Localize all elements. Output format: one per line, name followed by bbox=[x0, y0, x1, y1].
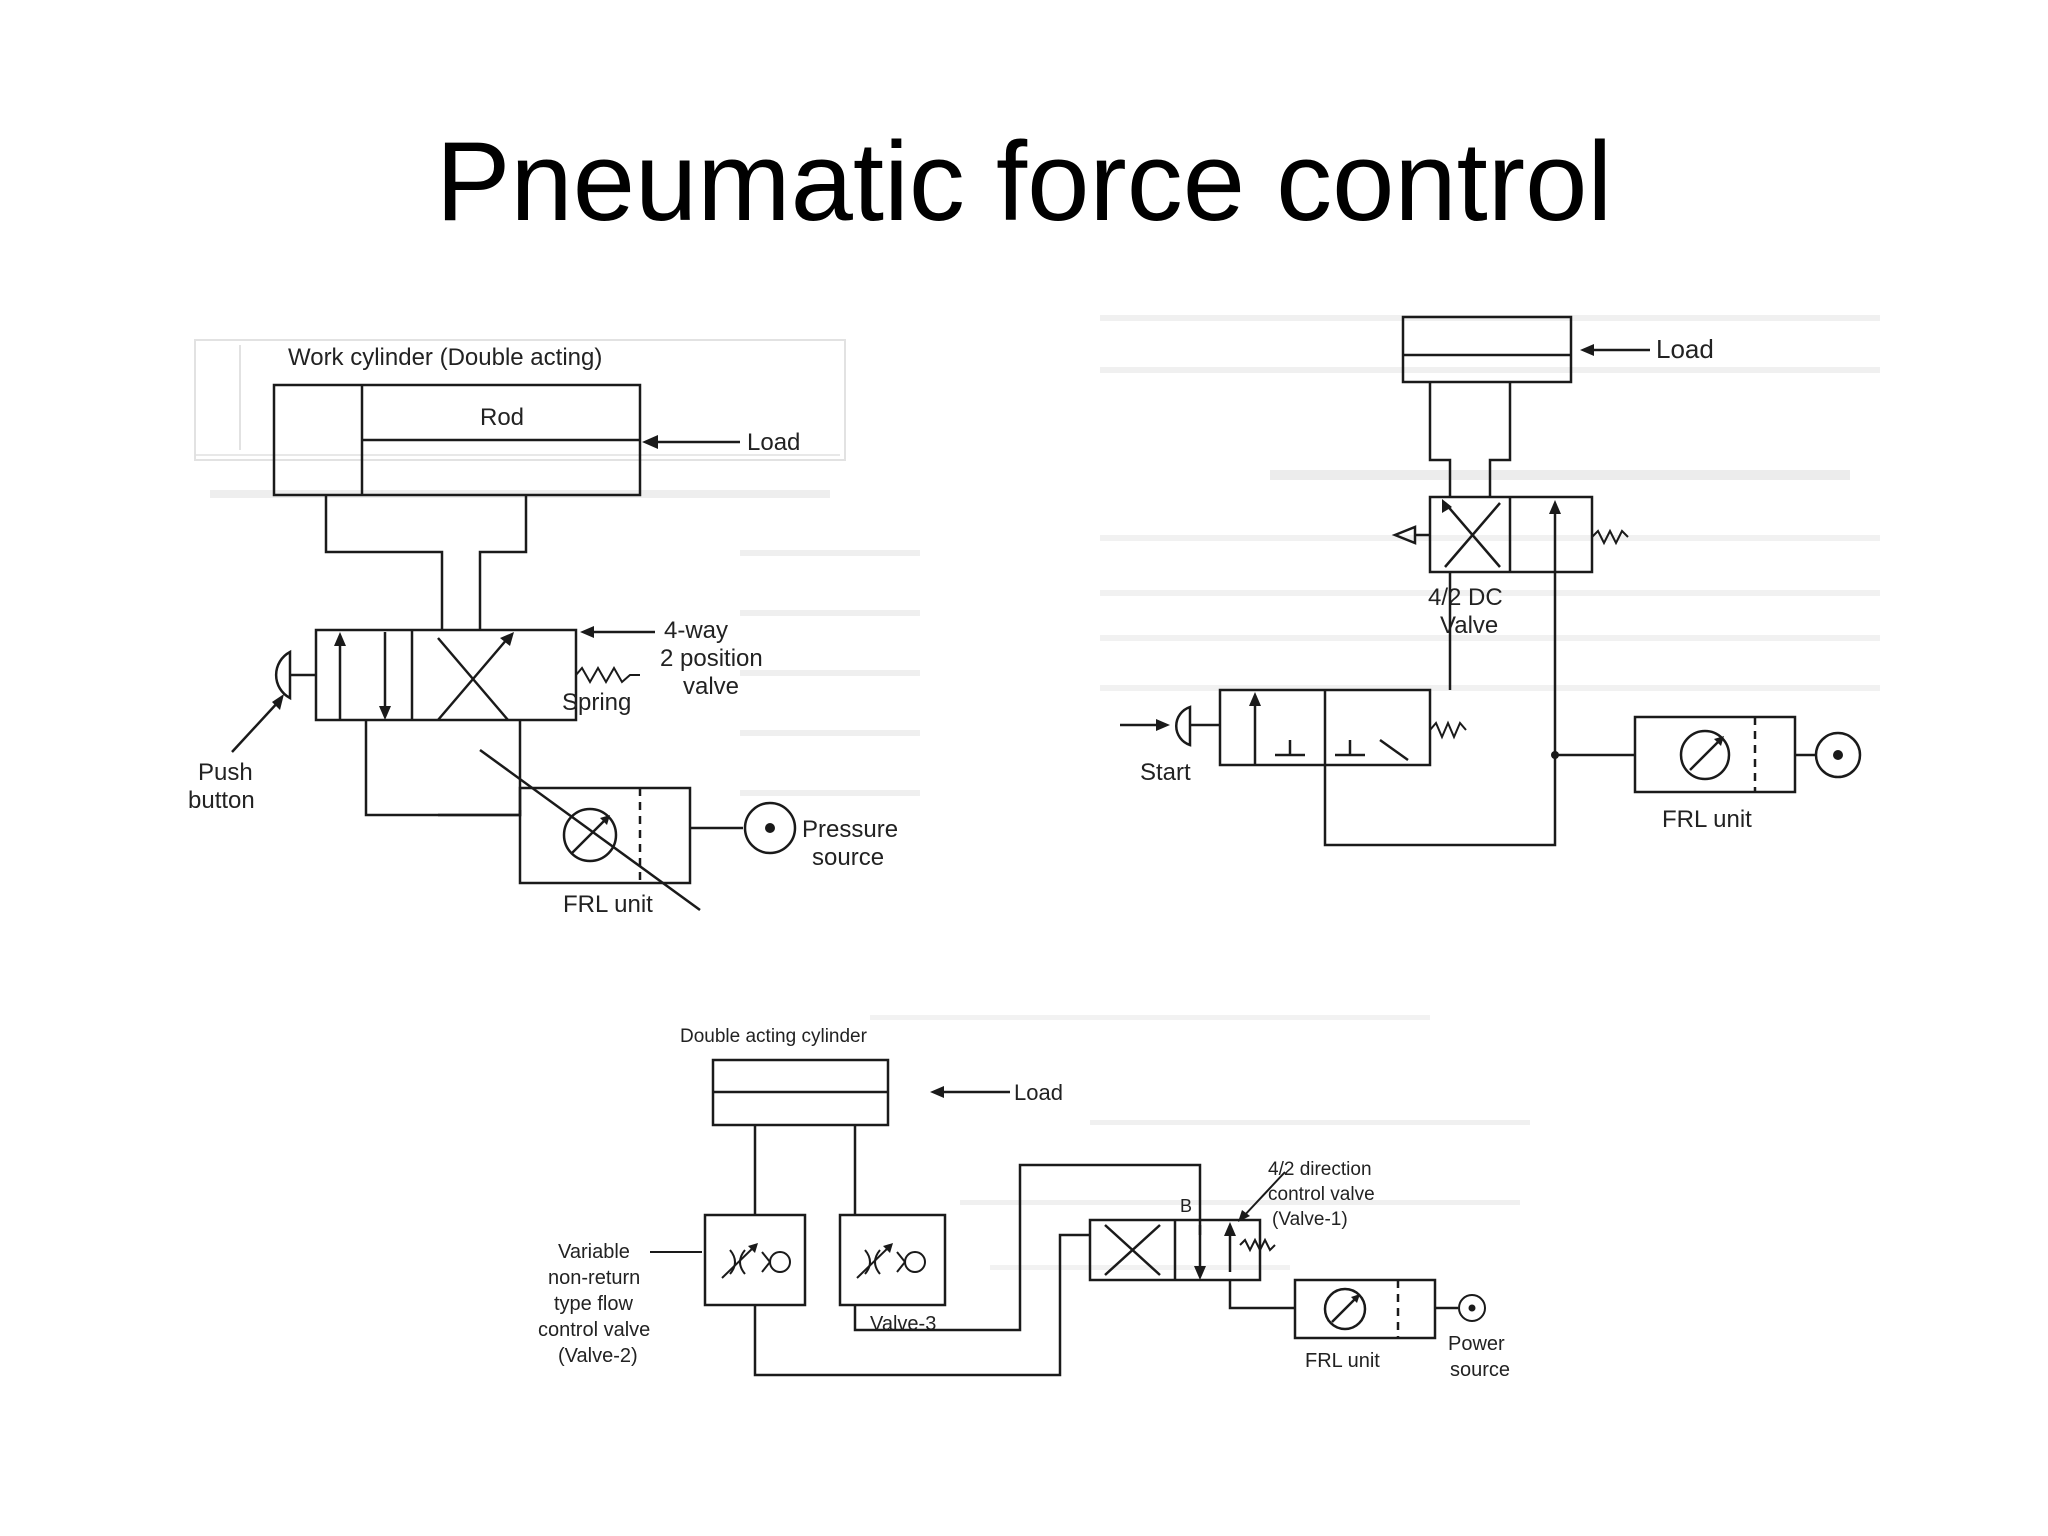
flow-control-valve-3 bbox=[838, 1213, 947, 1307]
cylinder-label: Double acting cylinder bbox=[680, 1026, 868, 1047]
valve-label-2: Valve bbox=[1440, 612, 1498, 639]
frl-label: FRL unit bbox=[563, 891, 653, 918]
pressure-label-1: Pressure bbox=[802, 816, 898, 843]
cylinder bbox=[1401, 315, 1573, 384]
pressure-label-2: source bbox=[812, 844, 884, 871]
dir-label-2: control valve bbox=[1268, 1184, 1375, 1205]
diagram-push-button-circuit: Work cylinder (Double acting) Rod Load P… bbox=[188, 339, 920, 918]
rod-label: Rod bbox=[480, 404, 524, 431]
power-label-2: source bbox=[1450, 1359, 1510, 1381]
push-label-1: Push bbox=[198, 759, 253, 786]
spring-icon bbox=[1591, 528, 1629, 546]
power-source-icon bbox=[1458, 1294, 1486, 1322]
load-label: Load bbox=[1656, 334, 1714, 364]
flow-label-1: Variable bbox=[558, 1241, 630, 1263]
frl-label: FRL unit bbox=[1662, 806, 1752, 833]
flow-label-3: type flow bbox=[554, 1293, 633, 1315]
flow-label-4: control valve bbox=[538, 1319, 650, 1341]
valve-label-1: 4-way bbox=[664, 617, 728, 644]
spring-icon bbox=[1429, 720, 1467, 740]
work-cylinder-label: Work cylinder (Double acting) bbox=[288, 344, 602, 371]
dir-label-3: (Valve-1) bbox=[1272, 1209, 1348, 1230]
load-label: Load bbox=[1014, 1080, 1063, 1105]
valve-label-3: valve bbox=[683, 673, 739, 700]
load-label: Load bbox=[747, 429, 800, 456]
frl-unit bbox=[1633, 715, 1797, 794]
spring-icon bbox=[575, 665, 640, 685]
diagram-flow-control-circuit: Double acting cylinder Load Valve-3 Vari… bbox=[538, 1015, 1530, 1381]
dir-label-1: 4/2 direction bbox=[1268, 1159, 1372, 1180]
frl-label: FRL unit bbox=[1305, 1350, 1380, 1372]
flow-label-2: non-return bbox=[548, 1267, 640, 1289]
start-button-icon bbox=[1175, 705, 1192, 747]
frl-unit bbox=[518, 786, 692, 885]
start-label: Start bbox=[1140, 759, 1191, 786]
push-label-2: button bbox=[188, 787, 255, 814]
port-b-label: B bbox=[1180, 1196, 1192, 1216]
4-way-valve bbox=[314, 628, 578, 722]
valve3-label: Valve-3 bbox=[870, 1313, 936, 1335]
flow-label-5: (Valve-2) bbox=[558, 1345, 638, 1367]
valve-label-2: 2 position bbox=[660, 645, 763, 672]
spring-label: Spring bbox=[562, 689, 631, 716]
spring-icon bbox=[1239, 1237, 1276, 1253]
pressure-source-icon bbox=[743, 801, 797, 855]
power-label-1: Power bbox=[1448, 1333, 1505, 1355]
pressure-source-icon bbox=[1814, 731, 1862, 779]
diagram-start-circuit: Load 4/2 DC Valve Start FRL unit bbox=[1100, 315, 1880, 847]
valve-label-1: 4/2 DC bbox=[1428, 584, 1503, 611]
slide-title: Pneumatic force control bbox=[435, 119, 1613, 244]
